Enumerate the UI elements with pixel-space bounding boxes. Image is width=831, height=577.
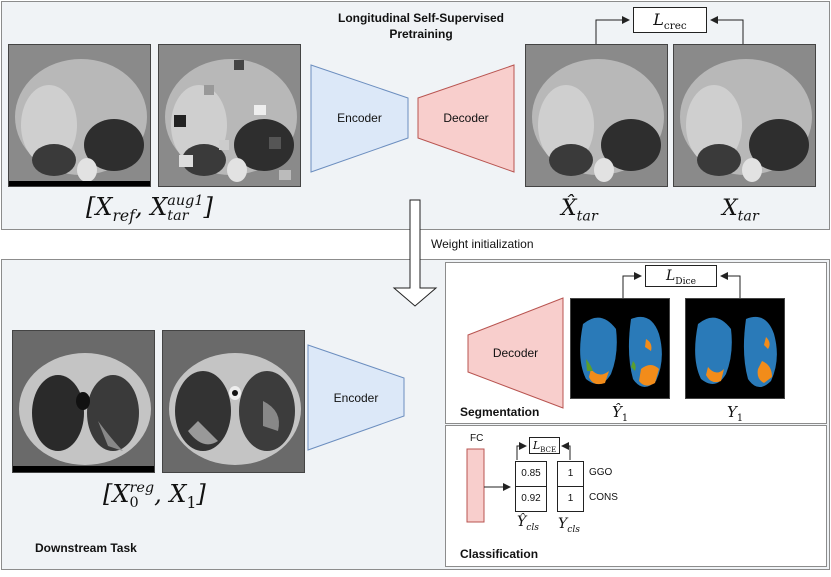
cls-target-label: Ycls xyxy=(558,516,580,535)
seg-target-drawing xyxy=(686,299,784,398)
bce-loss-subscript: BCE xyxy=(540,445,557,455)
seg-pred-drawing xyxy=(571,299,669,398)
cls-pred-label: Ŷcls xyxy=(517,514,539,533)
pretraining-title-line2: Pretraining xyxy=(389,27,453,41)
dice-loss-box: LDice xyxy=(645,265,717,287)
classification-panel xyxy=(445,425,827,567)
reconstruction-target-label: Xtar xyxy=(722,196,759,225)
pretrain-decoder-shape xyxy=(417,64,515,173)
ct-ref-image xyxy=(8,44,151,187)
ct-tar-aug-image xyxy=(158,44,301,187)
pred-cell-cons: 0.92 xyxy=(515,486,547,512)
class-name-cons: CONS xyxy=(589,492,618,503)
pred-cell-ggo: 0.85 xyxy=(515,461,547,487)
weight-init-arrow xyxy=(392,199,438,307)
bce-loss-symbol: L xyxy=(532,439,541,452)
class-name-ggo: GGO xyxy=(589,467,613,478)
ct-target-image xyxy=(673,44,816,187)
pretrain-encoder-shape xyxy=(310,64,409,173)
downstream-title: Downstream Task xyxy=(35,541,137,555)
seg-decoder-label: Decoder xyxy=(492,346,539,360)
pretrain-encoder-label: Encoder xyxy=(337,111,382,125)
pretraining-title-line1: Longitudinal Self-Supervised xyxy=(337,11,504,25)
crec-arrow-left xyxy=(595,16,630,44)
target-cell-ggo: 1 xyxy=(557,461,584,487)
dice-loss-symbol: L xyxy=(666,268,676,284)
ct-pred-drawing xyxy=(526,45,667,186)
bce-loss-box: LBCE xyxy=(529,437,560,454)
dice-arrow-left xyxy=(622,272,642,298)
fc-layer-shape xyxy=(466,448,485,523)
ct-target-drawing xyxy=(674,45,815,186)
classification-title: Classification xyxy=(460,547,539,561)
seg-pred-label: Ŷ1 xyxy=(612,403,629,424)
dice-loss-subscript: Dice xyxy=(675,276,696,287)
bce-arrow-right xyxy=(561,442,571,460)
downstream-encoder-label: Encoder xyxy=(333,391,379,405)
crec-loss-box: Lcrec xyxy=(633,7,707,33)
ct-baseline-drawing xyxy=(13,331,154,472)
reconstruction-pred-label: X̂tar xyxy=(561,196,598,225)
crec-loss-symbol: L xyxy=(653,10,664,29)
segmentation-title: Segmentation xyxy=(460,405,540,419)
fc-label: FC xyxy=(470,433,484,444)
crec-loss-subscript: crec xyxy=(663,20,687,33)
ct-pred-image xyxy=(525,44,668,187)
ct-ref-drawing xyxy=(9,45,150,186)
seg-decoder-shape xyxy=(467,297,564,409)
crec-arrow-right xyxy=(710,16,744,44)
dice-arrow-right xyxy=(720,272,741,298)
bce-arrow-left xyxy=(516,442,527,460)
seg-target-mask xyxy=(685,298,785,399)
downstream-encoder-shape xyxy=(307,344,405,451)
ct-baseline-image xyxy=(12,330,155,473)
weight-init-label: Weight initialization xyxy=(431,237,534,251)
target-cell-cons: 1 xyxy=(557,486,584,512)
ct-followup-drawing xyxy=(163,331,304,472)
seg-target-label: Y1 xyxy=(727,403,744,424)
seg-pred-mask xyxy=(570,298,670,399)
ct-tar-aug-drawing xyxy=(159,45,300,186)
ct-followup-image xyxy=(162,330,305,473)
pretrain-decoder-label: Decoder xyxy=(443,111,489,125)
